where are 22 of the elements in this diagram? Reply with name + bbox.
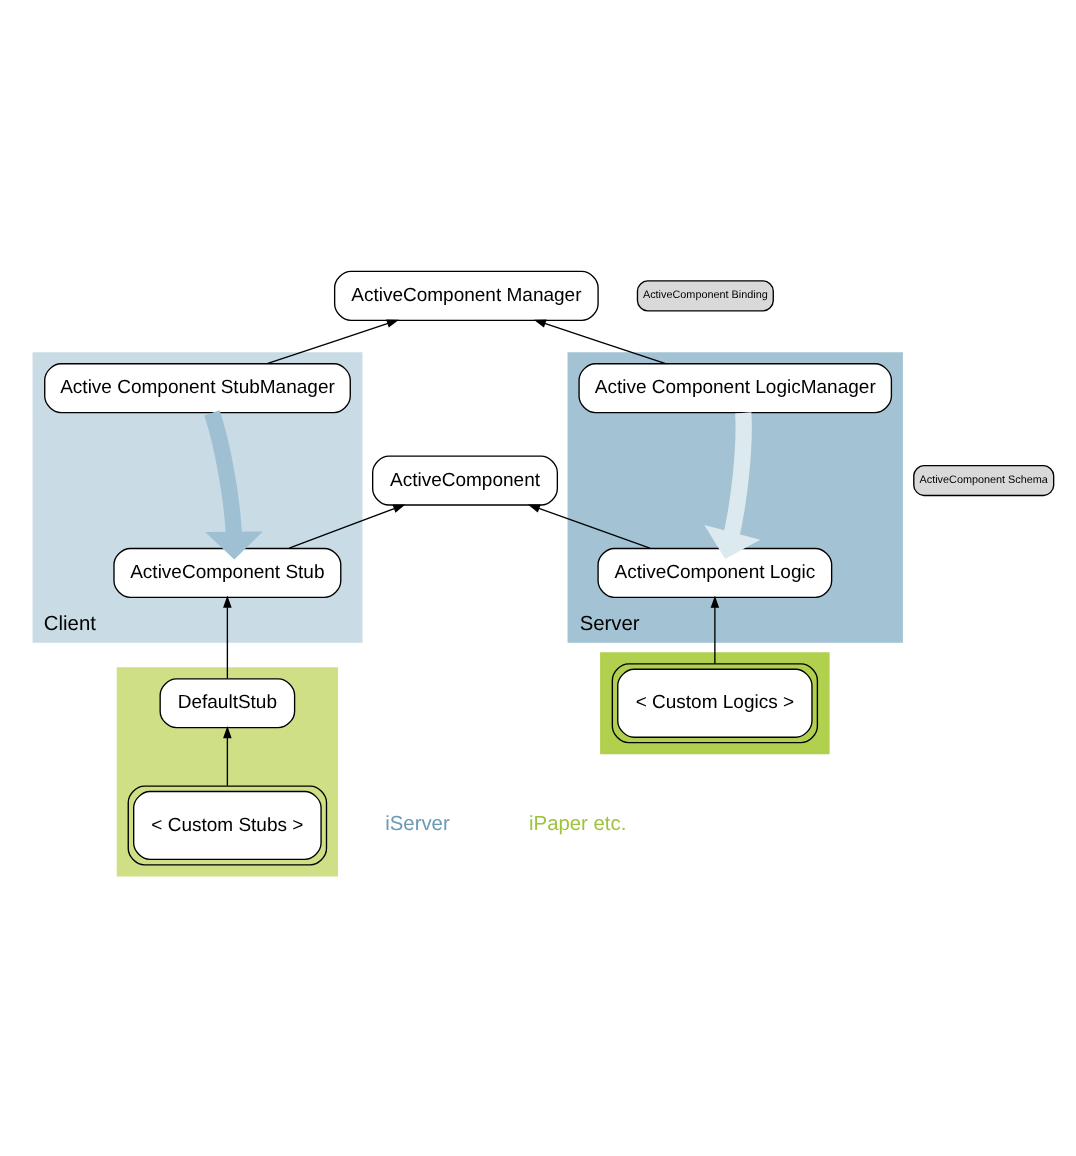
arrow	[704, 411, 761, 558]
arrow	[223, 594, 232, 679]
arrow	[204, 409, 263, 559]
label: iPaper etc.	[529, 813, 627, 836]
node-box: Active Component LogicManager	[578, 362, 893, 413]
arrow	[266, 318, 400, 364]
label: iServer	[385, 813, 450, 836]
arrow	[288, 503, 406, 548]
node-box: < Custom Logics >	[611, 662, 819, 743]
cluster	[600, 651, 830, 754]
node-box: < Custom Stubs >	[127, 784, 328, 865]
arrow	[527, 503, 651, 548]
node-box: ActiveComponent Manager	[333, 269, 599, 320]
arrow	[533, 318, 667, 364]
arrow	[710, 594, 720, 664]
cluster	[116, 666, 339, 876]
arrow	[223, 724, 232, 786]
node-box: ActiveComponent Logic	[597, 546, 833, 597]
node-box: ActiveComponent	[372, 454, 559, 505]
node-box: Active Component StubManager	[44, 362, 351, 413]
node-box: ActiveComponent Stub	[113, 546, 342, 597]
node-box: DefaultStub	[159, 677, 296, 728]
